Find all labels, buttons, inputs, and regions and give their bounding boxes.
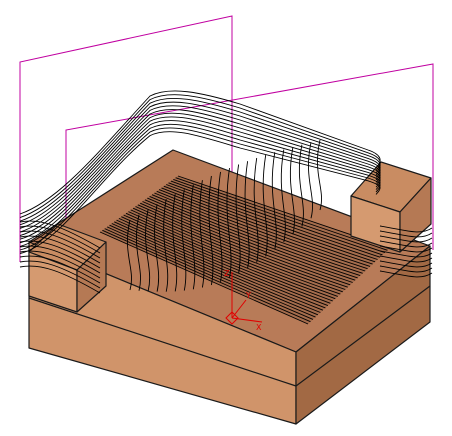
toolpath-pass	[144, 199, 356, 281]
base-seam-right	[295, 285, 431, 387]
toolpath-pass	[104, 228, 314, 320]
toolpath-pass	[142, 201, 353, 283]
toolpath-plunge	[145, 209, 151, 292]
toolpath-pass	[111, 223, 321, 313]
toolpath-pass	[158, 189, 371, 267]
toolpath-leadout-left	[19, 240, 101, 269]
toolpath-loop	[19, 101, 381, 226]
toolpath-leadout-left	[19, 255, 101, 284]
base-right-face	[295, 245, 431, 425]
toolpath-plunge	[253, 157, 259, 263]
toolpath-leadout-right	[379, 270, 433, 278]
toolpath-plunge	[181, 189, 187, 291]
toolpath-loop	[19, 94, 381, 219]
axis-origin-marker	[225, 311, 239, 325]
toolpath-leadout-right	[379, 235, 433, 243]
toolpath-pass	[118, 217, 329, 307]
toolpath-plunge	[271, 152, 277, 250]
toolpath-loop	[19, 109, 381, 233]
toolpath-loop	[19, 131, 381, 255]
toolpath-plunge	[208, 175, 214, 286]
toolpath-loop	[19, 105, 381, 229]
toolpath-loop	[19, 120, 381, 244]
toolpath-leadout-left	[19, 225, 101, 254]
toolpath-plunge	[190, 184, 196, 290]
toolpath-leadout-left	[19, 260, 101, 289]
toolpath-loop	[19, 90, 381, 215]
toolpath-leadout-right	[379, 265, 433, 273]
toolpath-pass	[151, 194, 363, 274]
toolpath-lines	[99, 139, 391, 325]
toolpath-pass	[168, 182, 381, 258]
toolpath-plunge	[235, 164, 241, 274]
toolpath-plunge	[154, 204, 160, 292]
axis-y-label: Y	[245, 291, 251, 300]
toolpath-pass	[140, 202, 351, 286]
toolpath-leadout-left	[19, 245, 101, 274]
toolpath-pass	[163, 185, 376, 263]
toolpath-leadout-right	[379, 255, 433, 263]
toolpath-approach-loops	[19, 90, 433, 294]
toolpath-plunge	[136, 214, 141, 291]
toolpath-leadout-left	[19, 220, 101, 249]
toolpath-plunge	[262, 154, 268, 257]
axis-x-label: X	[256, 323, 262, 332]
toolpath-plunge	[289, 147, 295, 235]
toolpath-loop	[19, 127, 381, 251]
toolpath-pass	[173, 178, 386, 254]
toolpath-leadout-left	[19, 230, 101, 259]
toolpath-pass	[149, 195, 361, 277]
toolpath-plunge	[308, 142, 313, 219]
toolpath-pass	[130, 209, 341, 295]
toolpath-plunge	[172, 194, 178, 292]
toolpath-leadout-right	[379, 245, 433, 253]
toolpath-plunge	[226, 168, 232, 279]
toolpath-pass	[123, 214, 333, 302]
base-seam-left	[28, 297, 297, 387]
axis-z-label: Z	[224, 269, 230, 278]
toolpath-loop	[19, 116, 381, 240]
toolpath-pass	[116, 219, 326, 309]
toolpath-plunge	[199, 180, 205, 288]
toolpath-pass	[161, 187, 373, 265]
toolpath-leadout-left	[19, 265, 101, 294]
toolpath-plunge	[217, 171, 223, 282]
toolpath-leadout-right	[379, 230, 433, 238]
toolpath-loop	[19, 112, 381, 237]
toolpath-leadout-right	[379, 225, 433, 233]
toolpath-loop	[19, 97, 381, 222]
part-right-boss[interactable]	[350, 161, 432, 253]
toolpath-leadout-right	[379, 250, 433, 258]
toolpath-plunge	[127, 219, 132, 291]
toolpath-pass	[109, 224, 319, 316]
toolpath-pass	[114, 221, 324, 311]
toolpath-leadout-left	[19, 235, 101, 264]
toolpath-leadout-right	[379, 260, 433, 268]
toolpath-loop	[19, 123, 381, 247]
toolpath-plunge	[280, 149, 286, 243]
toolpath-pass	[106, 226, 316, 318]
toolpath-plunge	[317, 139, 322, 211]
toolpath-plunge	[163, 199, 169, 292]
section-plane-back	[19, 15, 233, 300]
toolpath-pass	[132, 207, 343, 293]
toolpath-pass	[154, 192, 366, 272]
toolpath-pass	[170, 180, 383, 256]
right-boss-side	[399, 177, 432, 253]
axis-triad: Z X Y	[224, 269, 263, 332]
toolpath-leadout-right	[379, 240, 433, 248]
toolpath-pass	[121, 216, 331, 304]
toolpath-pass	[102, 229, 311, 323]
toolpath-plunge	[244, 161, 250, 269]
toolpath-leadout-left	[19, 250, 101, 279]
